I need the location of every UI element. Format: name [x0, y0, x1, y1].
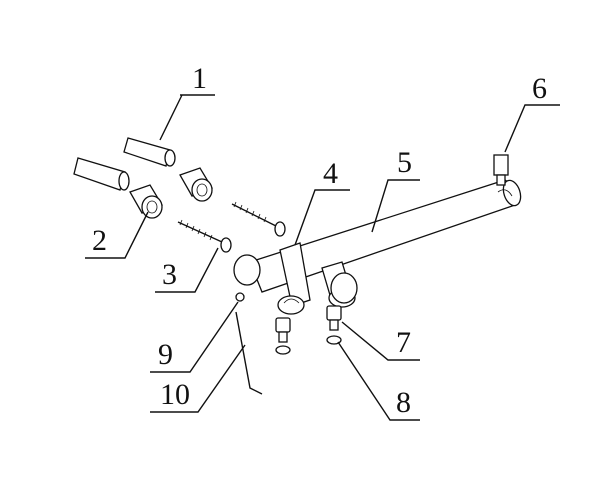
callout-5: 5	[397, 146, 412, 179]
callout-10: 10	[160, 378, 190, 411]
part-screws	[177, 201, 286, 253]
callout-1: 1	[192, 62, 207, 95]
leader-lines	[85, 94, 560, 421]
callout-8: 8	[396, 386, 411, 419]
part-ball	[235, 292, 245, 302]
callout-4: 4	[323, 157, 338, 190]
callout-3: 3	[162, 258, 177, 291]
part-caps	[275, 335, 342, 355]
part-spacers	[129, 167, 213, 219]
part-wall-anchors	[73, 137, 176, 191]
callout-7: 7	[396, 326, 411, 359]
callout-6: 6	[532, 72, 547, 105]
callout-9: 9	[158, 338, 173, 371]
part-bar	[249, 179, 522, 293]
part-bolts	[275, 305, 342, 343]
part-hex-key	[235, 311, 263, 395]
callout-2: 2	[92, 224, 107, 257]
part-mounting-posts	[233, 242, 358, 315]
part-set-screw-top	[493, 154, 509, 186]
